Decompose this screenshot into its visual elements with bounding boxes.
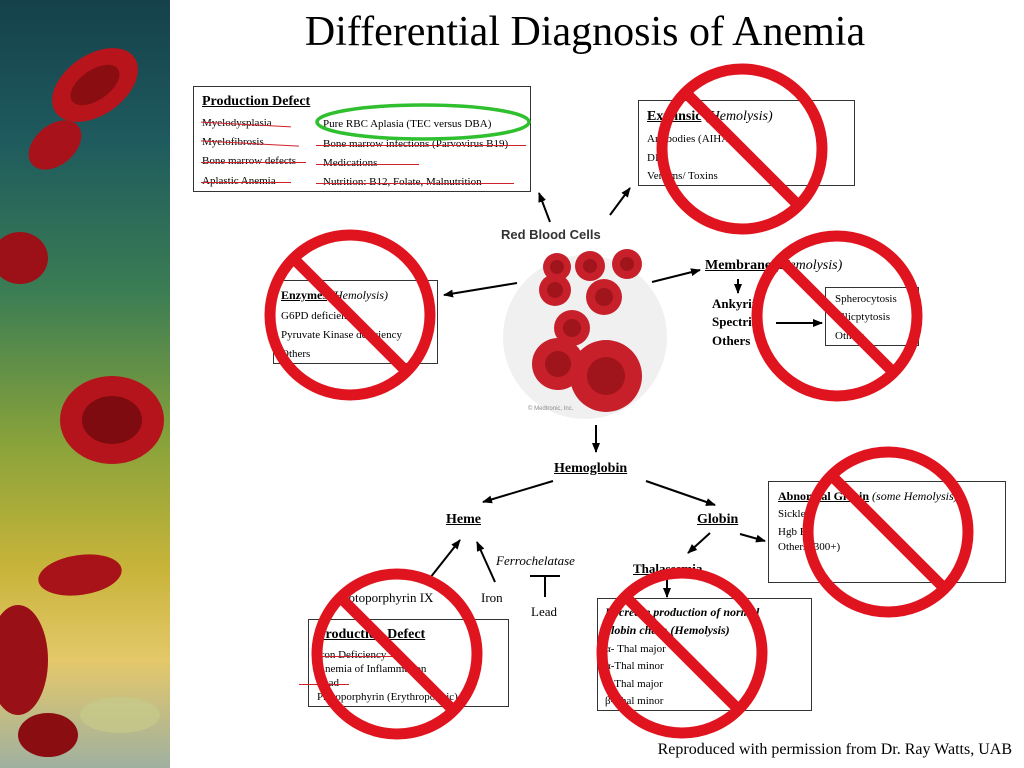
prohibition-sign-enzymes [264, 229, 436, 401]
arrow-iron-to-heme [476, 541, 496, 583]
list-item: Nutrition: B12, Folate, Malnutrition [323, 176, 482, 188]
arrow-to-extrinsic [609, 187, 631, 216]
diagram-arrows [429, 187, 823, 598]
red-blood-cells-label: Red Blood Cells [501, 227, 601, 242]
thalassemia-box: Decrease production of normal globin cha… [597, 598, 812, 711]
prohibition-sign-abnormal-globin [802, 446, 974, 618]
prohibition-sign-membrane [751, 230, 923, 402]
enzymes-heading-row: Enzymes (Hemolysis) [281, 288, 388, 303]
list-item: Iron Deficiency [317, 649, 387, 661]
enzymes-heading-note: (Hemolysis) [330, 288, 388, 302]
list-item: Bone marrow defects [202, 155, 297, 167]
list-item: Sickle [778, 508, 806, 520]
list-item: α-Thal minor [605, 660, 664, 672]
prohibition-sign-thalassemia [596, 567, 768, 739]
page-title: Differential Diagnosis of Anemia [304, 9, 866, 55]
list-item: Aplastic Anemia [202, 175, 276, 187]
strike-mark [201, 182, 291, 183]
highlight-circle [315, 103, 531, 141]
heme-label: Heme [446, 512, 481, 527]
ferrochelatase-label: Ferrochelatase [496, 553, 575, 568]
production-defect-top-heading: Production Defect [202, 94, 311, 109]
enzymes-heading: Enzymes [281, 288, 327, 302]
strike-mark [316, 145, 526, 146]
membrane-protein: Ankyrin [712, 296, 759, 311]
strike-mark [316, 183, 514, 184]
list-item: Pure RBC Aplasia (TEC versus DBA) [323, 118, 492, 130]
arrow-to-thalassemia [687, 532, 711, 554]
protoporphyrin-label: Protoporphyrin IX [337, 590, 434, 605]
strike-mark [201, 162, 306, 163]
list-item: Hgb E [778, 526, 807, 538]
list-item: G6PD deficiency [281, 310, 358, 322]
strike-mark [316, 656, 400, 657]
arrow-protoporphyrin-to-heme [429, 539, 461, 579]
blood-cells-illustration [0, 48, 164, 757]
membrane-protein: Spectrin [712, 314, 759, 329]
strike-mark [316, 164, 419, 165]
hemoglobin-label: Hemoglobin [554, 461, 628, 476]
extrinsic-heading-note: (Hemolysis) [704, 109, 773, 124]
prohibition-sign-extrinsic [656, 63, 828, 235]
membrane-heading: Membrane [705, 258, 772, 273]
arrow-to-membrane [651, 268, 701, 283]
ferrochelatase-inhibition [530, 575, 560, 597]
prohibition-sign-production-defect [311, 568, 483, 740]
arrow-to-production-defect [538, 192, 551, 223]
membrane-protein: Others [712, 333, 751, 348]
list-item: Bone marrow infections (Parvovirus B19) [323, 138, 509, 150]
decorative-sidebar [0, 0, 170, 768]
list-item: Anemia of Inflammation [317, 663, 427, 675]
lead-label: Lead [531, 604, 557, 619]
iron-label: Iron [481, 590, 503, 605]
abnormal-globin-heading-note: (some Hemolysis) [872, 489, 958, 503]
list-item: Others [281, 348, 311, 360]
image-credit: © Medtronic, Inc. [528, 406, 574, 412]
arrow-to-abnormal-globin [739, 533, 766, 543]
list-item: β-Thal major [605, 678, 663, 690]
red-blood-cells-image [503, 249, 667, 419]
arrow-to-heme [482, 480, 554, 504]
thalassemia-box-heading-2: globin chain (Hemolysis) [605, 623, 730, 637]
arrow-to-enzymes [443, 282, 518, 298]
list-item: Medications [323, 157, 378, 169]
globin-label: Globin [697, 512, 739, 527]
arrow-to-globin [645, 480, 716, 506]
list-item: Spherocytosis [835, 293, 897, 305]
footer-credit: Reproduced with permission from Dr. Ray … [657, 741, 1012, 758]
production-defect-top-box: Production Defect Myelodysplasia Myelofi… [193, 86, 531, 192]
list-item: α- Thal major [605, 643, 666, 655]
list-item: Protoporphyrin (Erythropoietic) [317, 691, 458, 703]
prohibition-signs [264, 63, 974, 740]
